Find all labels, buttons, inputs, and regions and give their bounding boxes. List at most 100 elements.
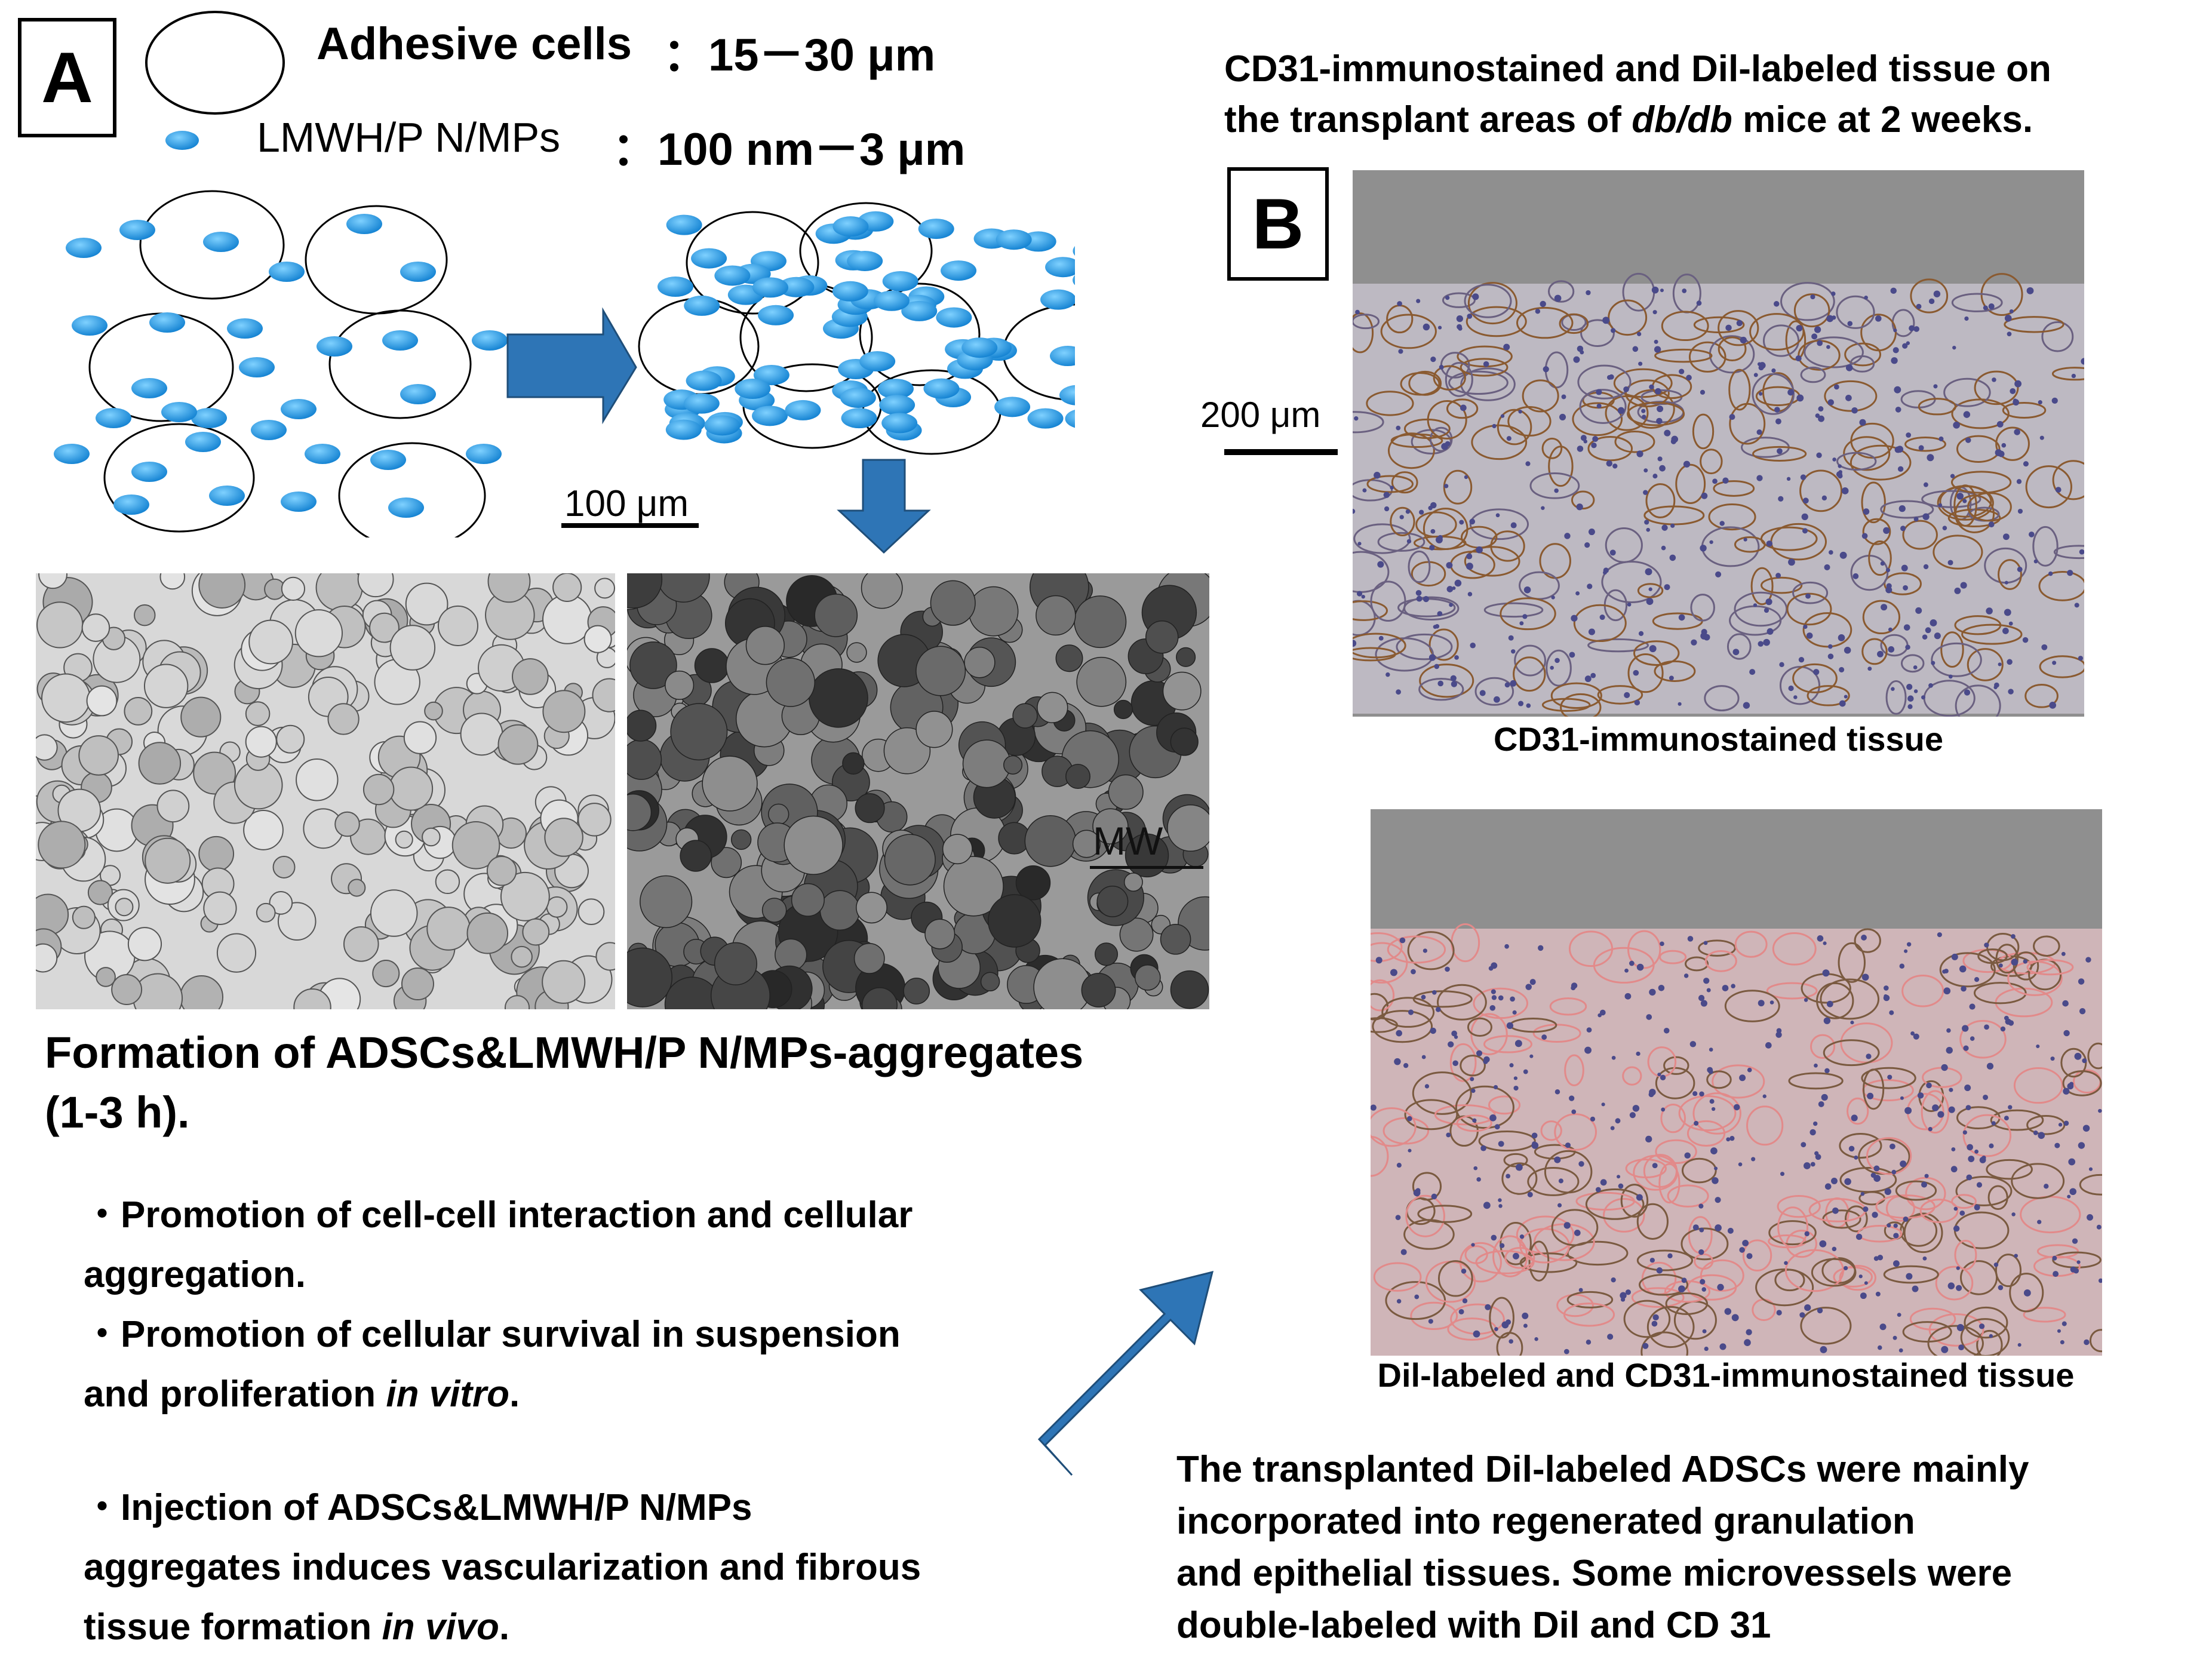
nucleus — [1921, 1181, 1928, 1188]
nucleus — [1715, 571, 1722, 577]
tissue-structure — [1655, 1139, 1697, 1165]
nucleus — [1375, 957, 1382, 964]
tissue-structure — [1415, 511, 1457, 538]
nucleus — [1922, 634, 1928, 640]
nucleus — [1949, 1088, 1953, 1092]
particle — [873, 290, 910, 311]
tissue-structure — [1904, 437, 1946, 452]
nucleus — [1510, 996, 1515, 1002]
nucleus — [1802, 528, 1808, 534]
nucleus — [1588, 529, 1595, 536]
tissue-structure — [1541, 437, 1563, 459]
tissue-structure — [1726, 633, 1752, 660]
nucleus — [1845, 394, 1852, 401]
nucleus — [1923, 564, 1929, 570]
nucleus — [1471, 1243, 1475, 1247]
nucleus — [1937, 932, 1942, 938]
nucleus — [1948, 674, 1953, 679]
particle — [936, 307, 972, 328]
nucleus — [1927, 454, 1934, 462]
tissue-structure — [1639, 1273, 1689, 1296]
nucleus — [1864, 295, 1868, 300]
tissue-structure — [1973, 982, 2027, 1005]
nucleus — [2079, 1008, 2086, 1015]
nucleus — [1504, 944, 1509, 949]
tissue-structure — [1895, 1180, 1937, 1201]
nucleus — [1996, 420, 2004, 428]
tissue-structure — [1560, 693, 1602, 717]
tissue-structure — [2009, 1273, 2044, 1313]
nucleus — [1663, 1028, 1670, 1034]
particle — [691, 248, 727, 269]
nucleus — [1648, 587, 1652, 591]
nucleus — [1656, 417, 1663, 425]
nucleus — [2068, 1158, 2076, 1166]
scale-bar-a-label: 100 μm — [564, 483, 689, 524]
nucleus — [1659, 465, 1666, 472]
tissue-structure — [1370, 580, 1406, 622]
nucleus — [1863, 508, 1870, 515]
tissue-structure — [1410, 1301, 1458, 1331]
arrow-right-icon — [506, 307, 637, 425]
nucleus — [1356, 591, 1363, 597]
nucleus — [1353, 640, 1357, 647]
nucleus — [1623, 386, 1629, 392]
tissue-structure — [2087, 1042, 2102, 1070]
nucleus — [1687, 936, 1694, 942]
nucleus — [1519, 621, 1524, 626]
nucleus — [1814, 1063, 1818, 1068]
nucleus — [1788, 685, 1794, 692]
nucleus — [1893, 1233, 1899, 1239]
micrograph-cell — [1176, 647, 1196, 667]
tissue-structure — [1516, 306, 1574, 339]
nucleus — [1522, 1312, 1529, 1319]
nucleus — [1377, 561, 1384, 568]
tissue-structure — [1371, 1017, 1398, 1033]
tissue-structure — [1564, 1054, 1584, 1086]
nucleus — [1877, 1255, 1884, 1261]
micrograph-cell — [36, 601, 84, 649]
particle — [941, 260, 977, 281]
nucleus — [2044, 1184, 2049, 1189]
tissue-cd31-image — [1353, 170, 2084, 717]
particle — [66, 238, 102, 258]
nucleus — [1998, 963, 2003, 968]
nucleus — [1512, 1252, 1519, 1260]
micrograph-cell — [542, 690, 586, 733]
nucleus — [2009, 309, 2014, 314]
nucleus — [2078, 1142, 2085, 1149]
nucleus — [1586, 1340, 1592, 1345]
nucleus — [1709, 540, 1713, 544]
nucleus — [1861, 973, 1869, 981]
tissue-structure — [1939, 952, 1996, 988]
caption-dil-cd31: Dil-labeled and CD31-immunostained tissu… — [1377, 1356, 2075, 1394]
tissue-structure — [1902, 520, 1938, 550]
nucleus — [1492, 423, 1497, 429]
nucleus — [1714, 1166, 1718, 1171]
particle — [841, 408, 877, 429]
nucleus — [1682, 288, 1687, 293]
bullet-2-line-1: ・Promotion of cellular survival in suspe… — [84, 1314, 901, 1355]
nucleus — [1821, 495, 1827, 501]
nucleus — [1951, 953, 1958, 960]
nucleus — [1913, 689, 1918, 693]
tissue-structure — [1566, 1291, 1614, 1308]
tissue-structure — [1712, 1064, 1765, 1099]
micrograph-cell — [903, 978, 930, 1005]
nucleus — [1964, 1084, 1971, 1091]
nucleus — [2004, 1116, 2009, 1121]
nucleus — [1577, 446, 1584, 452]
nucleus — [1506, 436, 1511, 441]
nucleus — [1678, 702, 1682, 706]
nucleus — [1527, 1191, 1533, 1197]
nucleus — [1966, 1174, 1973, 1181]
nucleus — [1578, 1161, 1584, 1167]
tissue-structure — [2041, 321, 2074, 352]
tissue-structure — [1995, 1254, 2022, 1288]
nucleus — [1414, 1294, 1420, 1300]
nucleus — [1652, 1314, 1659, 1321]
tissue-structure — [1373, 1262, 1422, 1292]
micrograph-cell — [245, 726, 277, 758]
nucleus — [1518, 410, 1522, 414]
tissue-structure — [1777, 1206, 1809, 1248]
